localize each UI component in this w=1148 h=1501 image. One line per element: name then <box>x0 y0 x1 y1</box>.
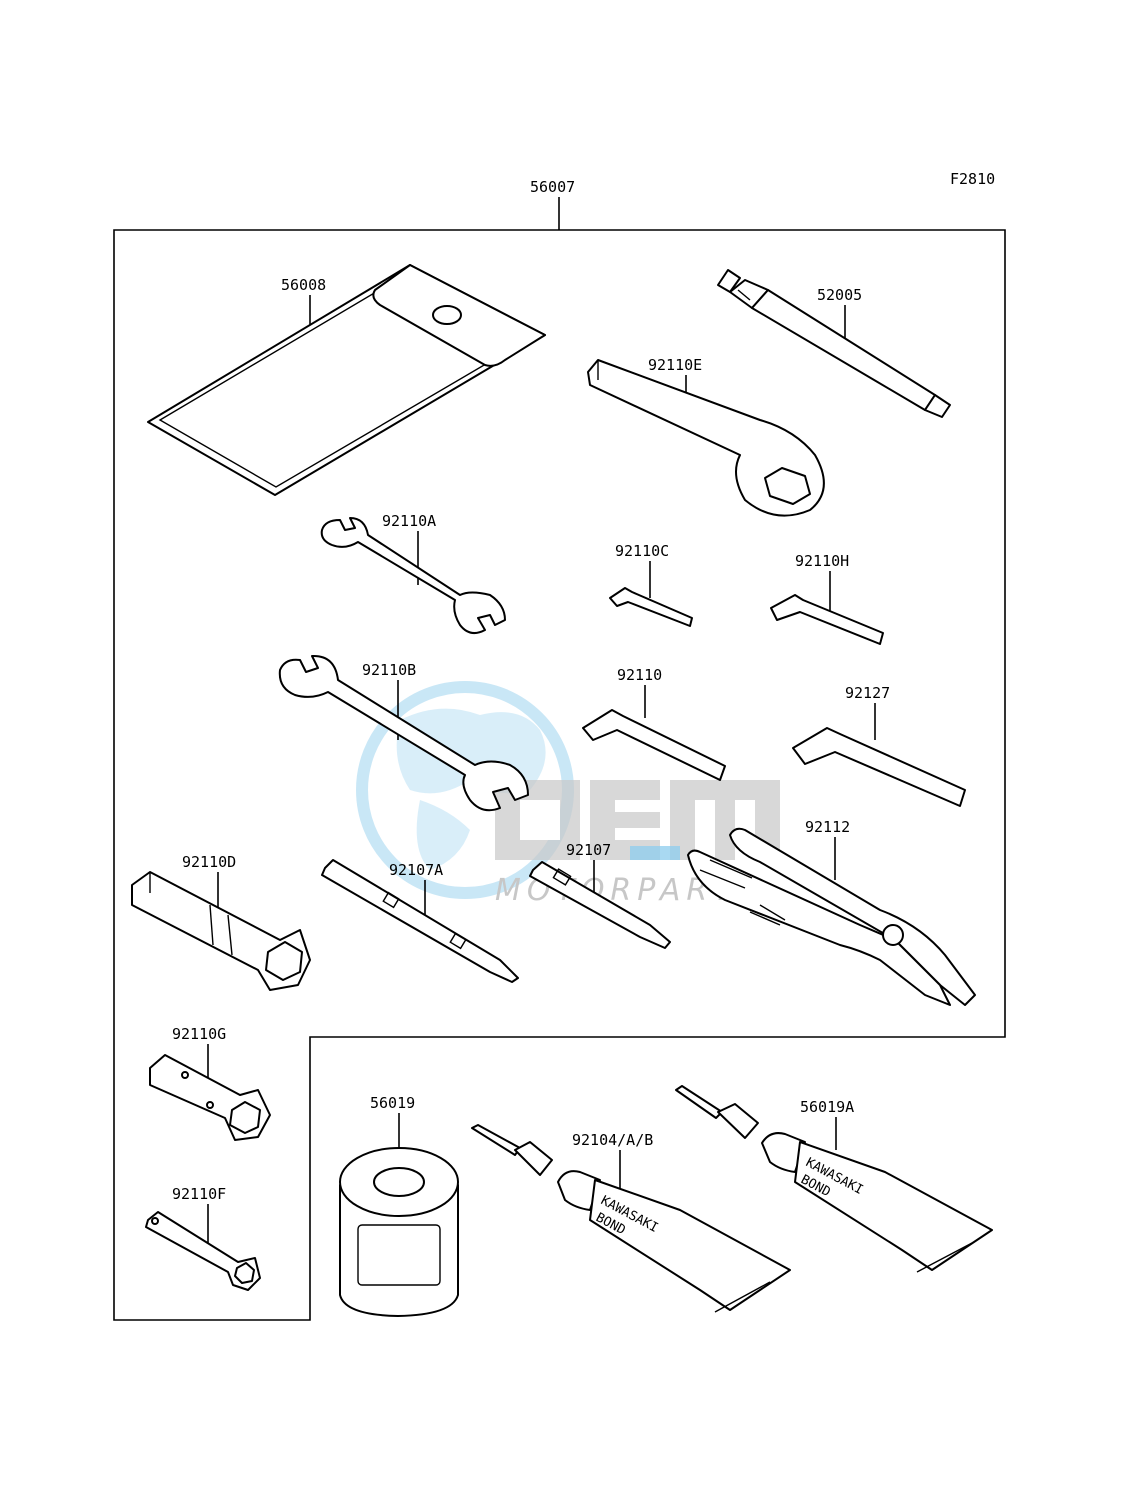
callout-ring-wrench: 92110E <box>648 356 702 374</box>
screwdriver-bit-a-icon <box>321 859 519 983</box>
callout-hex-key-large: 92127 <box>845 684 890 702</box>
callout-bond-tube: 92104/A/B <box>572 1131 653 1149</box>
box-wrench-g-icon <box>149 1054 271 1141</box>
figure-code: F2810 <box>950 170 995 188</box>
hex-key-c-icon <box>609 587 693 627</box>
callout-bond-tube-a: 56019A <box>800 1098 854 1116</box>
open-wrench-small-icon <box>320 517 506 635</box>
box-wrench-f-icon <box>145 1211 261 1291</box>
box-wrench-d-icon <box>131 871 311 991</box>
callout-bond-can: 56019 <box>370 1094 415 1112</box>
hex-key-icon <box>582 709 726 781</box>
callout-wrench-large: 92110B <box>362 661 416 679</box>
hex-key-large-icon <box>792 727 966 807</box>
screwdriver-bit-icon <box>529 861 671 949</box>
callout-box-wrench-g: 92110G <box>172 1025 226 1043</box>
callout-pliers: 92112 <box>805 818 850 836</box>
callout-hex-key-h: 92110H <box>795 552 849 570</box>
bond-can-icon <box>339 1147 459 1317</box>
hex-key-h-icon <box>770 594 884 645</box>
callout-screwdriver-bit-a: 92107A <box>389 861 443 879</box>
ring-wrench-icon <box>587 359 825 517</box>
callout-valve-tool: 52005 <box>817 286 862 304</box>
pliers-icon <box>687 827 976 1006</box>
callout-box-wrench-d: 92110D <box>182 853 236 871</box>
callout-screwdriver-bit: 92107 <box>566 841 611 859</box>
pouch-icon <box>147 264 546 496</box>
bond-tube-a-icon: KAWASAKI BOND <box>675 1085 993 1273</box>
open-wrench-large-icon <box>278 654 529 812</box>
callout-hex-key: 92110 <box>617 666 662 684</box>
kit-frame <box>113 229 1006 1321</box>
bond-tube-icon: KAWASAKI BOND <box>471 1124 791 1313</box>
callout-kit: 56007 <box>530 178 575 196</box>
callout-box-wrench-f: 92110F <box>172 1185 226 1203</box>
valve-core-tool-icon <box>717 269 951 418</box>
callout-wrench-small: 92110A <box>382 512 436 530</box>
callout-pouch: 56008 <box>281 276 326 294</box>
callout-hex-key-c: 92110C <box>615 542 669 560</box>
globe-icon <box>356 681 574 899</box>
